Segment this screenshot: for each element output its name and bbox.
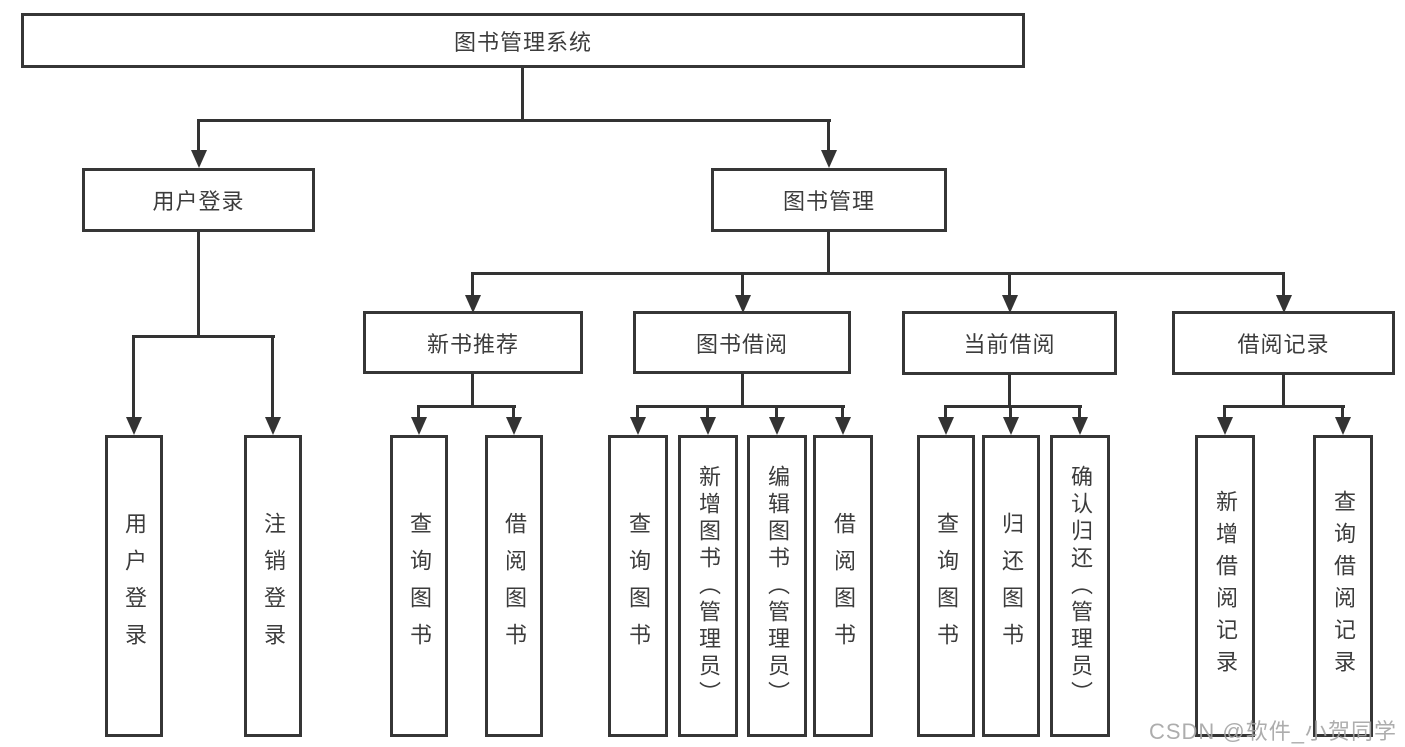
connector-line — [417, 405, 420, 419]
leaf-current-query-label: 查询图书 — [934, 512, 959, 660]
arrowhead-icon — [191, 150, 207, 168]
node-borrow-record: 借阅记录 — [1172, 311, 1395, 375]
arrowhead-icon — [1276, 295, 1292, 313]
node-current-borrow-label: 当前借阅 — [963, 332, 1056, 357]
node-root-label: 图书管理系统 — [453, 29, 592, 55]
arrowhead-icon — [630, 417, 646, 435]
connector-line — [944, 405, 947, 419]
leaf-borrow-add-admin-label: 新增图书（管理员） — [696, 464, 721, 708]
connector-line — [1009, 405, 1012, 419]
connector-line — [1282, 374, 1285, 408]
node-book-borrow-label: 图书借阅 — [695, 331, 788, 357]
arrowhead-icon — [769, 417, 785, 435]
arrowhead-icon — [265, 417, 281, 435]
node-root-system: 图书管理系统 — [21, 13, 1025, 68]
arrowhead-icon — [821, 150, 837, 168]
connector-line — [271, 335, 274, 419]
arrowhead-icon — [411, 417, 427, 435]
leaf-borrow-query: 查询图书 — [608, 435, 668, 737]
arrowhead-icon — [835, 417, 851, 435]
leaf-newbook-query: 查询图书 — [390, 435, 448, 737]
connector-line — [1223, 405, 1226, 419]
leaf-newbook-borrow-label: 借阅图书 — [502, 512, 527, 660]
connector-line — [197, 232, 200, 338]
node-book-borrow: 图书借阅 — [633, 311, 851, 374]
node-borrow-record-label: 借阅记录 — [1237, 332, 1330, 357]
arrowhead-icon — [938, 417, 954, 435]
connector-line — [132, 335, 275, 338]
arrowhead-icon — [1002, 295, 1018, 313]
arrowhead-icon — [126, 417, 142, 435]
node-current-borrow: 当前借阅 — [902, 311, 1117, 375]
connector-line — [417, 405, 516, 408]
arrowhead-icon — [1003, 417, 1019, 435]
connector-line — [471, 374, 474, 408]
node-new-book-recommend: 新书推荐 — [363, 311, 583, 374]
leaf-user-login: 用户登录 — [105, 435, 163, 737]
connector-line — [827, 232, 830, 274]
node-book-management-label: 图书管理 — [782, 189, 875, 214]
leaf-user-login-label: 用户登录 — [122, 512, 147, 660]
connector-line — [827, 119, 830, 153]
connector-line — [521, 68, 524, 122]
connector-line — [706, 405, 709, 419]
leaf-borrow-edit-admin: 编辑图书（管理员） — [747, 435, 807, 737]
leaf-current-confirm-admin: 确认归还（管理员） — [1050, 435, 1110, 737]
arrowhead-icon — [1217, 417, 1233, 435]
connector-line — [1078, 405, 1081, 419]
csdn-watermark: CSDN @软件_小贺同学 — [1148, 719, 1397, 744]
arrowhead-icon — [1335, 417, 1351, 435]
leaf-record-query: 查询借阅记录 — [1313, 435, 1373, 737]
arrowhead-icon — [1072, 417, 1088, 435]
leaf-borrow-query-label: 查询图书 — [626, 512, 651, 660]
connector-line — [636, 405, 639, 419]
connector-line — [775, 405, 778, 419]
arrowhead-icon — [735, 295, 751, 313]
leaf-borrow-borrow: 借阅图书 — [813, 435, 873, 737]
leaf-current-query: 查询图书 — [917, 435, 975, 737]
arrowhead-icon — [465, 295, 481, 313]
leaf-current-confirm-admin-label: 确认归还（管理员） — [1068, 464, 1093, 708]
connector-line — [841, 405, 844, 419]
connector-line — [1008, 272, 1011, 297]
connector-line — [1008, 374, 1011, 408]
leaf-current-return: 归还图书 — [982, 435, 1040, 737]
leaf-newbook-borrow: 借阅图书 — [485, 435, 543, 737]
connector-line — [1223, 405, 1345, 408]
leaf-borrow-edit-admin-label: 编辑图书（管理员） — [765, 464, 790, 708]
leaf-borrow-add-admin: 新增图书（管理员） — [678, 435, 738, 737]
node-new-book-recommend-label: 新书推荐 — [426, 331, 519, 357]
leaf-record-query-label: 查询借阅记录 — [1331, 490, 1356, 682]
arrowhead-icon — [506, 417, 522, 435]
leaf-record-add-label: 新增借阅记录 — [1213, 490, 1238, 682]
connector-line — [197, 119, 200, 153]
connector-line — [636, 405, 845, 408]
leaf-current-return-label: 归还图书 — [999, 512, 1024, 660]
connector-line — [944, 405, 1082, 408]
connector-line — [1341, 405, 1344, 419]
connector-line — [512, 405, 515, 419]
leaf-record-add: 新增借阅记录 — [1195, 435, 1255, 737]
connector-line — [471, 272, 1285, 275]
leaf-newbook-query-label: 查询图书 — [407, 512, 432, 660]
node-book-management: 图书管理 — [711, 168, 947, 232]
connector-line — [471, 272, 474, 297]
leaf-user-logout: 注销登录 — [244, 435, 302, 737]
leaf-user-logout-label: 注销登录 — [261, 512, 286, 660]
node-user-login: 用户登录 — [82, 168, 315, 232]
connector-line — [1282, 272, 1285, 297]
node-user-login-label: 用户登录 — [152, 189, 245, 214]
leaf-borrow-borrow-label: 借阅图书 — [831, 512, 856, 660]
connector-line — [132, 335, 135, 419]
arrowhead-icon — [700, 417, 716, 435]
connector-line — [198, 119, 831, 122]
connector-line — [741, 374, 744, 408]
connector-line — [741, 272, 744, 297]
